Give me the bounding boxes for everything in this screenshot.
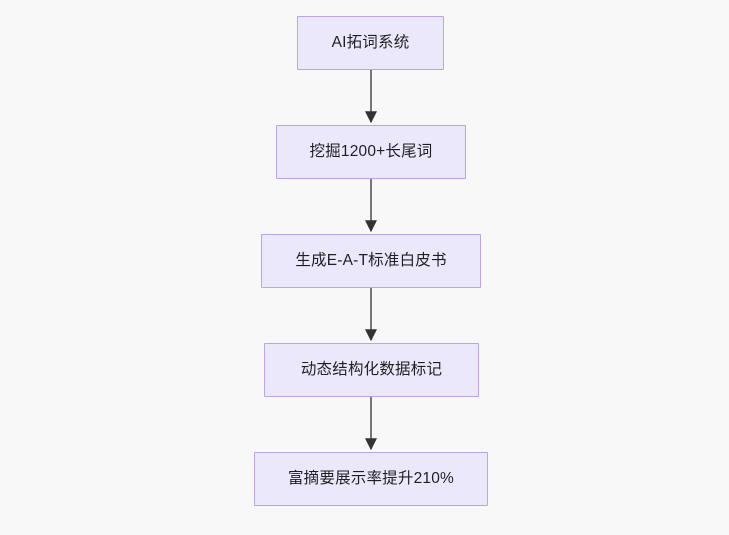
node-label: 动态结构化数据标记 [300, 361, 443, 379]
flowchart-node-generate-eat-whitepaper[interactable]: 生成E-A-T标准白皮书 [261, 234, 481, 288]
flowchart-node-ai-keyword-system[interactable]: AI拓词系统 [297, 16, 444, 70]
node-label: AI拓词系统 [331, 34, 410, 52]
flowchart-node-rich-snippet-impression-lift[interactable]: 富摘要展示率提升210% [254, 452, 488, 506]
flowchart-node-dynamic-structured-data-markup[interactable]: 动态结构化数据标记 [264, 343, 479, 397]
node-label: 挖掘1200+长尾词 [309, 143, 433, 161]
node-label: 富摘要展示率提升210% [287, 470, 455, 488]
flowchart-node-mine-longtail-keywords[interactable]: 挖掘1200+长尾词 [276, 125, 466, 179]
node-label: 生成E-A-T标准白皮书 [295, 252, 447, 270]
